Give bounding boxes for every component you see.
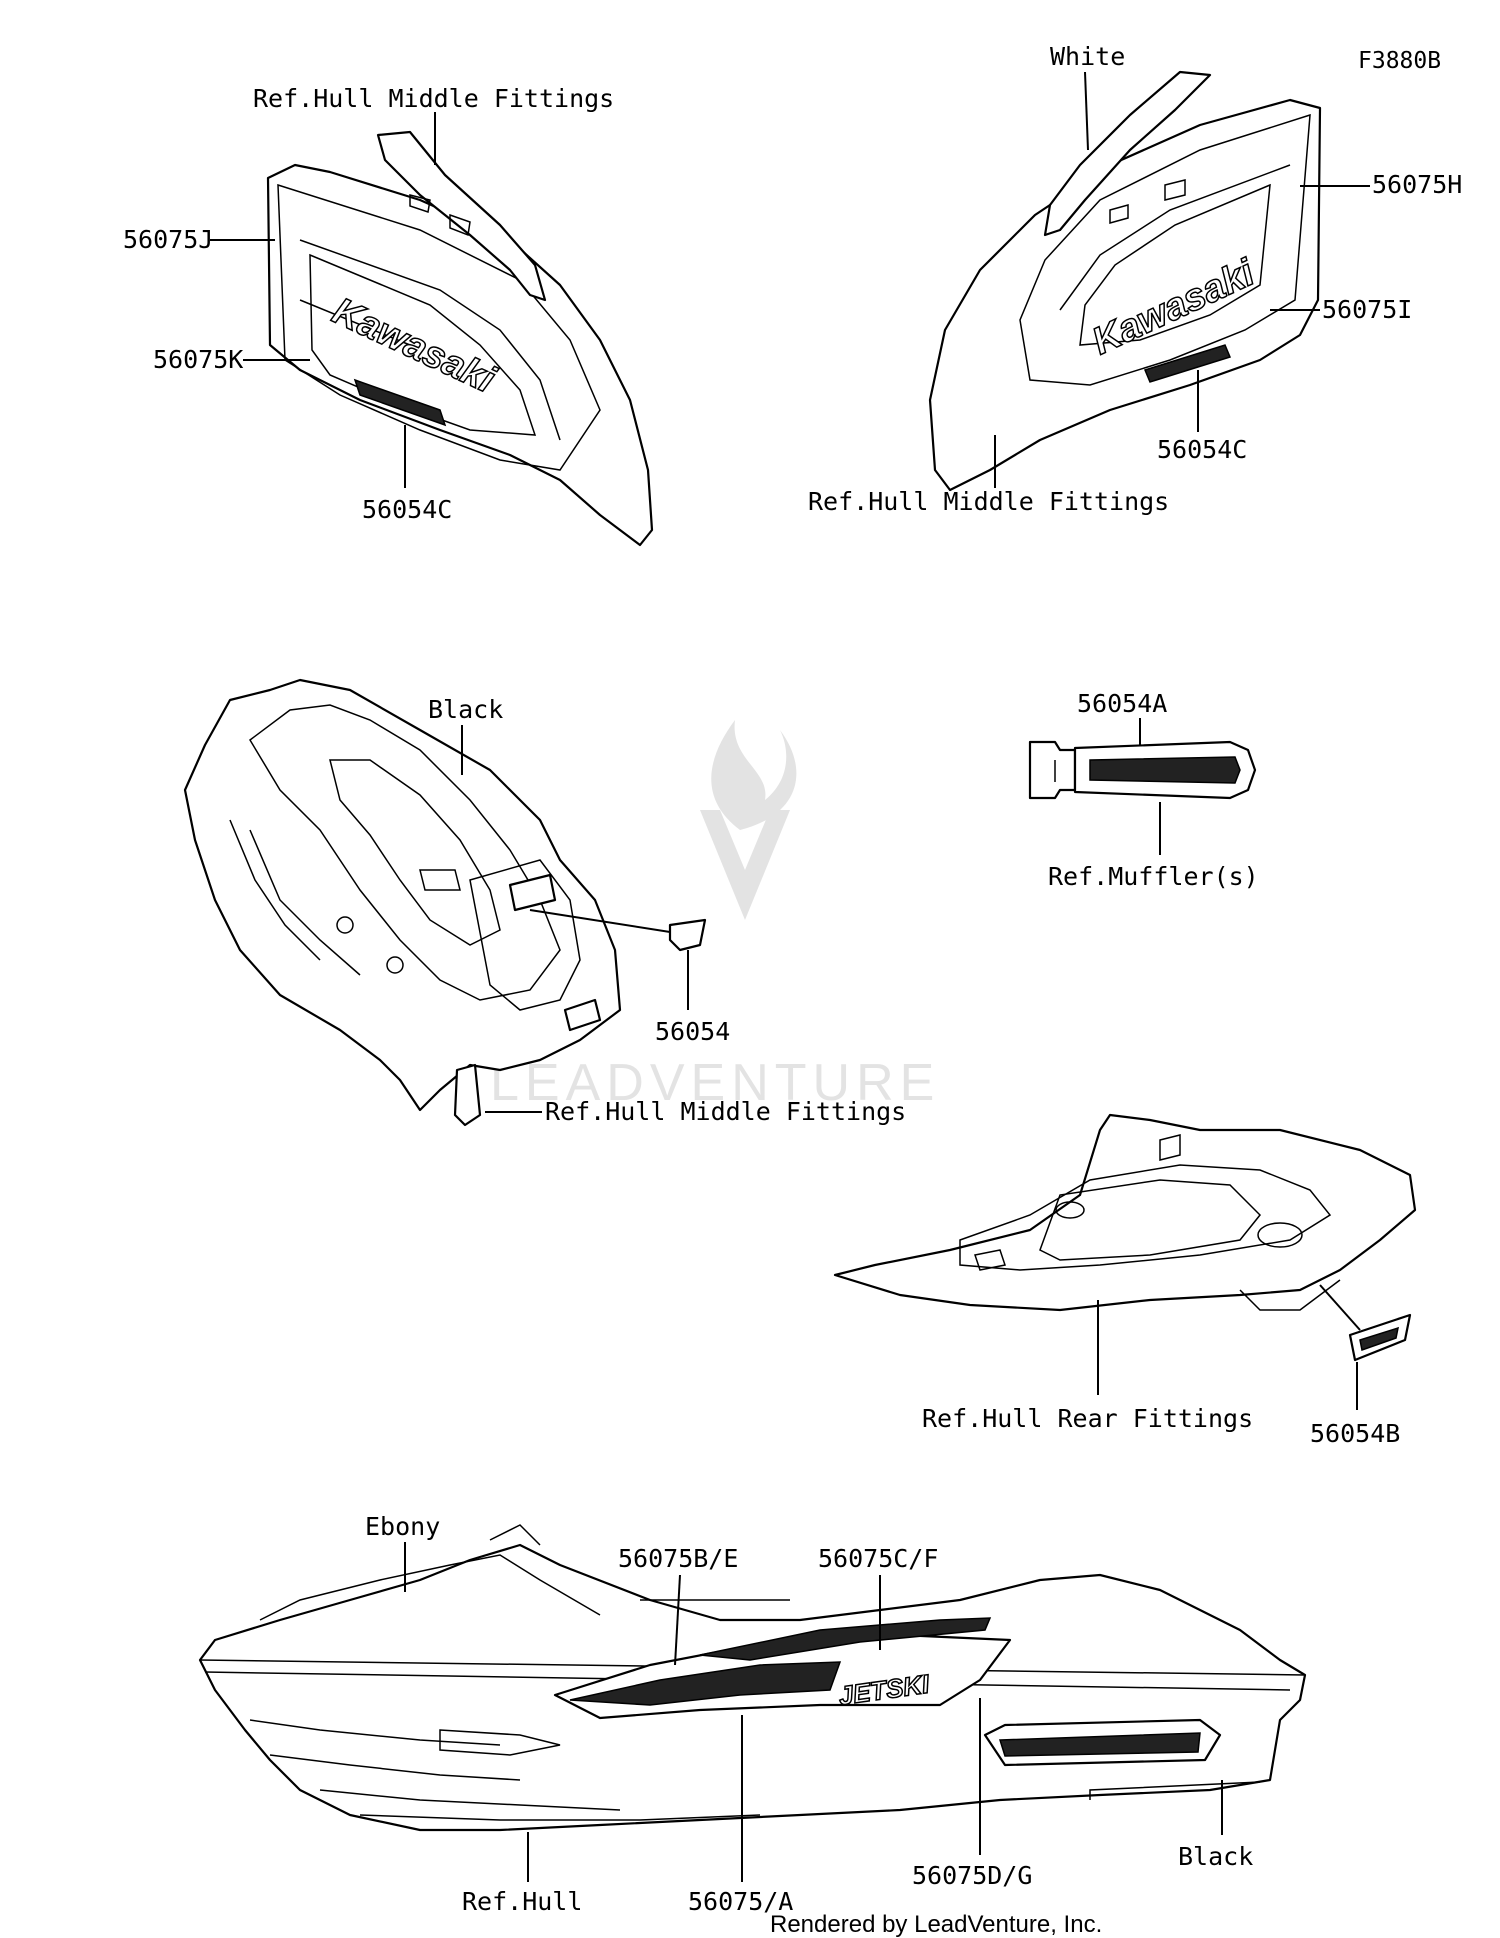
callout-56075K: 56075K (153, 345, 243, 374)
right-side-panel: Kawasaki (928, 70, 1322, 492)
callout-56075I: 56075I (1322, 295, 1412, 324)
full-hull: JETSKI (198, 1524, 1307, 1832)
left-side-panel: Kawasaki (266, 130, 654, 547)
decal-56054B-part (1348, 1313, 1412, 1362)
callout-56054: 56054 (655, 1017, 730, 1046)
callout-56054B: 56054B (1310, 1419, 1400, 1448)
callout-black-bottom: Black (1178, 1842, 1253, 1871)
callout-56054A: 56054A (1077, 689, 1167, 718)
leadventure-watermark: LEADVENTURE (490, 720, 940, 1112)
callout-56054C-right: 56054C (1157, 435, 1247, 464)
hull-middle-deck (183, 678, 622, 1127)
callout-56075CF: 56075C/F (818, 1544, 938, 1573)
callout-black-top: Black (428, 695, 503, 724)
callout-ref-hull-rear: Ref.Hull Rear Fittings (922, 1404, 1253, 1433)
callout-ref-hull: Ref.Hull (462, 1887, 582, 1916)
muffler (1028, 740, 1257, 800)
callout-ref-hull-middle-top-right: Ref.Hull Middle Fittings (808, 487, 1169, 516)
callout-56054C-left: 56054C (362, 495, 452, 524)
callout-ref-hull-middle-mid: Ref.Hull Middle Fittings (545, 1097, 906, 1126)
callout-ebony: Ebony (365, 1512, 440, 1541)
callout-56075BE: 56075B/E (618, 1544, 738, 1573)
callout-ref-muffler: Ref.Muffler(s) (1048, 862, 1259, 891)
watermark-text: LEADVENTURE (490, 1054, 940, 1112)
diagram-code: F3880B (1358, 48, 1441, 74)
callout-white: White (1050, 42, 1125, 71)
callout-ref-hull-middle-top-left: Ref.Hull Middle Fittings (253, 84, 614, 113)
callout-56075H: 56075H (1372, 170, 1462, 199)
callout-56075A: 56075/A (688, 1887, 793, 1916)
callout-56075J: 56075J (123, 225, 213, 254)
decal-56054-part (668, 918, 707, 952)
callout-56075DG: 56075D/G (912, 1861, 1032, 1890)
footer-credit: Rendered by LeadVenture, Inc. (770, 1911, 1102, 1938)
hull-rear (833, 1113, 1417, 1312)
